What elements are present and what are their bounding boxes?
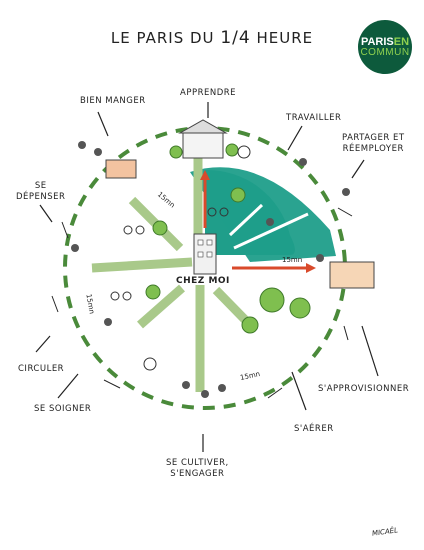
market-icon (105, 159, 137, 179)
label-bien-manger: BIEN MANGER (80, 96, 146, 106)
ring-arrow-2 (51, 295, 59, 313)
ring-arrow-4 (267, 387, 283, 399)
bike-wheel-1 (123, 225, 133, 235)
label-se-cultiver: SE CULTIVER, S'ENGAGER (166, 458, 229, 479)
road-sw (137, 284, 185, 329)
logo-paris: PARIS (360, 35, 394, 48)
home-building (193, 233, 217, 275)
metro-north (237, 145, 251, 159)
person-7 (201, 390, 209, 398)
tree-4 (230, 187, 246, 203)
person-5 (104, 318, 112, 326)
person-9 (71, 244, 79, 252)
leader-circuler (35, 335, 51, 353)
ring-arrow-3 (103, 379, 121, 389)
label-partager-reemployer: PARTAGER ET RÉEMPLOYER (342, 133, 405, 154)
logo-line1: PARISEN (360, 35, 410, 48)
title-prefix: LE PARIS DU (110, 29, 215, 47)
metro-icon (143, 145, 251, 371)
page-title: LE PARIS DU 1/4 HEURE (0, 28, 424, 48)
tree-6 (145, 284, 161, 300)
logo-commun: COMMUN (360, 46, 410, 58)
leader-partager (351, 159, 365, 179)
tree-3 (241, 316, 259, 334)
paris-en-commun-logo: PARISEN COMMUN (358, 20, 412, 74)
title-suffix: HEURE (256, 29, 314, 47)
duration-east: 15mn (282, 256, 303, 264)
ring-arrow-5 (343, 325, 349, 341)
label-se-depenser: SE DÉPENSER (16, 181, 66, 202)
person-3 (299, 158, 307, 166)
tree-icon (145, 143, 311, 334)
bike-wheel-4 (122, 291, 132, 301)
tree-5 (152, 220, 168, 236)
arrow-north-head (200, 170, 210, 180)
metro-south (143, 357, 157, 371)
roads-highlight (228, 203, 309, 250)
bicycle-icon (110, 207, 229, 301)
label-s-approvisionner: S'APPROVISIONNER (318, 384, 410, 394)
label-chez-moi: CHEZ MOI (176, 276, 230, 286)
title-fraction: 1/4 (220, 28, 251, 48)
tree-1 (259, 287, 285, 313)
bike-wheel-5 (207, 207, 217, 217)
person-4 (266, 218, 274, 226)
person-1 (78, 141, 86, 149)
shop-icon (329, 261, 375, 289)
bike-wheel-2 (135, 225, 145, 235)
label-circuler: CIRCULER (18, 364, 65, 374)
person-11 (342, 188, 350, 196)
teal-area (190, 167, 336, 262)
road-ne-light (228, 203, 264, 237)
label-apprendre: APPRENDRE (180, 88, 237, 98)
home-window-2 (206, 239, 213, 246)
label-travailler: TRAVAILLER (286, 113, 342, 123)
person-2 (94, 148, 102, 156)
road-west (91, 257, 193, 273)
leader-lines (35, 102, 379, 452)
school-roof (178, 119, 228, 134)
leader-bien-manger (97, 111, 109, 137)
leader-s-aerer (291, 371, 307, 411)
road-ene-light (233, 212, 309, 250)
bike-wheel-3 (110, 291, 120, 301)
leader-travailler (287, 125, 303, 151)
tree-7 (169, 145, 183, 159)
person-8 (218, 384, 226, 392)
leader-se-soigner (57, 373, 79, 399)
tree-8 (225, 143, 239, 157)
home-window-4 (206, 251, 213, 258)
home-window-1 (197, 239, 204, 246)
home-window-3 (197, 251, 204, 258)
arrow-east-head (306, 263, 316, 273)
ring-arrow-6 (337, 207, 353, 217)
label-se-soigner: SE SOIGNER (34, 404, 92, 414)
tree-2 (289, 297, 311, 319)
logo-en: EN (393, 35, 410, 48)
person-10 (316, 254, 324, 262)
person-icon (71, 141, 350, 398)
label-s-aerer: S'AÉRER (294, 424, 334, 434)
leader-se-depenser (39, 204, 53, 223)
person-6 (182, 381, 190, 389)
leader-s-approvisionner (361, 325, 379, 377)
ring-arrow-1 (61, 221, 69, 239)
arrows-red (203, 175, 310, 270)
ring-arrows (51, 207, 353, 399)
school-icon (182, 131, 224, 159)
bike-wheel-6 (219, 207, 229, 217)
